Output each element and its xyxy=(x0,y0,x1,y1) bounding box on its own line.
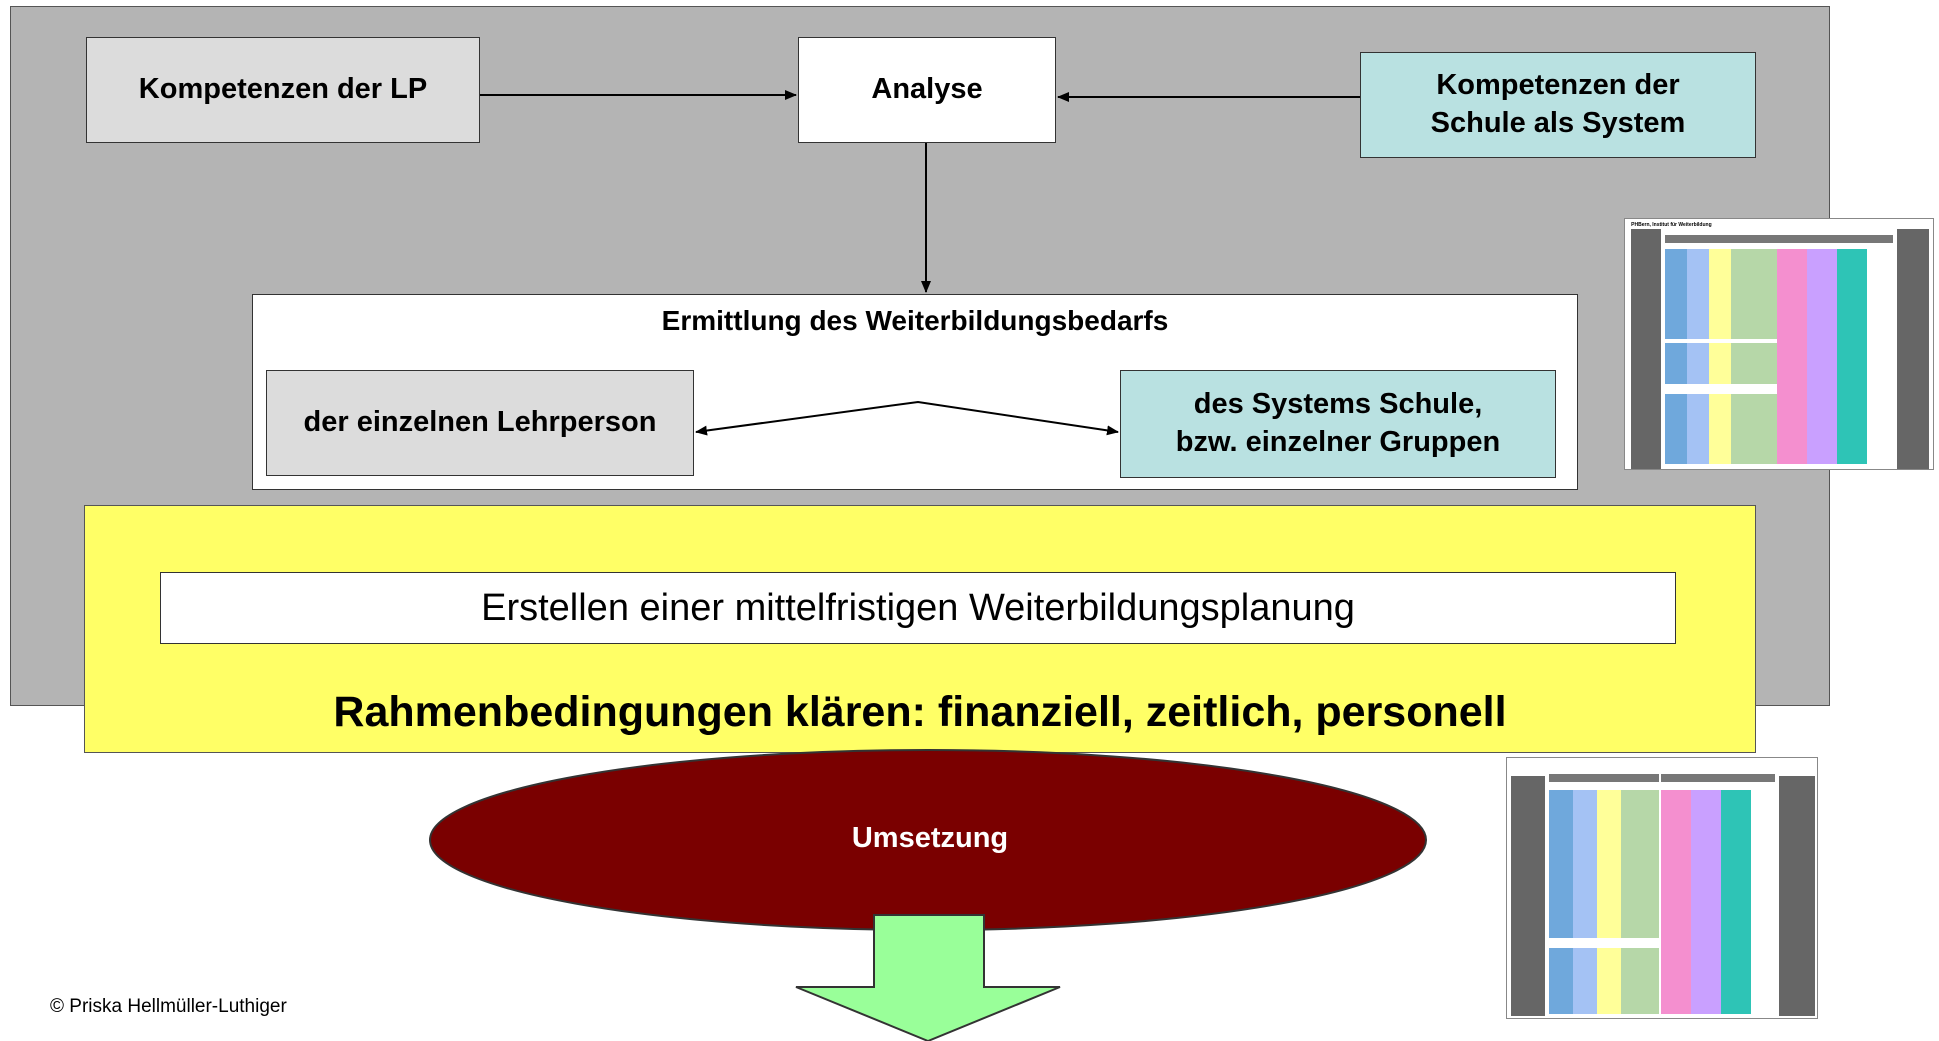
rahmenbedingungen-label: Rahmenbedingungen klären: finanziell, ze… xyxy=(333,688,1507,736)
systems-schule-line2: bzw. einzelner Gruppen xyxy=(1175,426,1501,458)
systems-schule-line1: des Systems Schule, xyxy=(1193,388,1483,421)
umsetzung-label: Umsetzung xyxy=(851,822,1009,854)
thumbnail-header: PHBern, Institut für Weiterbildung xyxy=(1631,221,1712,228)
kompetenzen-lp-box: Kompetenzen der LP xyxy=(86,37,480,143)
erstellen-label: Erstellen einer mittelfristigen Weiterbi… xyxy=(481,586,1355,629)
landkarte-thumbnail-top: PHBern, Institut für Weiterbildung xyxy=(1624,218,1934,470)
erstellen-box: Erstellen einer mittelfristigen Weiterbi… xyxy=(160,572,1676,644)
analyse-label: Analyse xyxy=(871,73,983,106)
einzelne-lehrperson-box: der einzelnen Lehrperson xyxy=(266,370,694,476)
analyse-box: Analyse xyxy=(798,37,1056,143)
landkarte-thumbnail-bottom xyxy=(1506,757,1818,1019)
ermittlung-title: Ermittlung des Weiterbildungsbedarfs xyxy=(661,305,1169,336)
systems-schule-box: des Systems Schule, bzw. einzelner Grupp… xyxy=(1120,370,1556,478)
down-arrow xyxy=(795,914,1061,1041)
kompetenzen-lp-label: Kompetenzen der LP xyxy=(138,73,428,106)
einzelne-lehrperson-label: der einzelnen Lehrperson xyxy=(303,406,657,439)
copyright-text: © Priska Hellmüller-Luthiger xyxy=(50,996,287,1017)
kompetenzen-schule-box: Kompetenzen der Schule als System xyxy=(1360,52,1756,158)
kompetenzen-schule-label: Kompetenzen der Schule als System xyxy=(1430,69,1686,139)
